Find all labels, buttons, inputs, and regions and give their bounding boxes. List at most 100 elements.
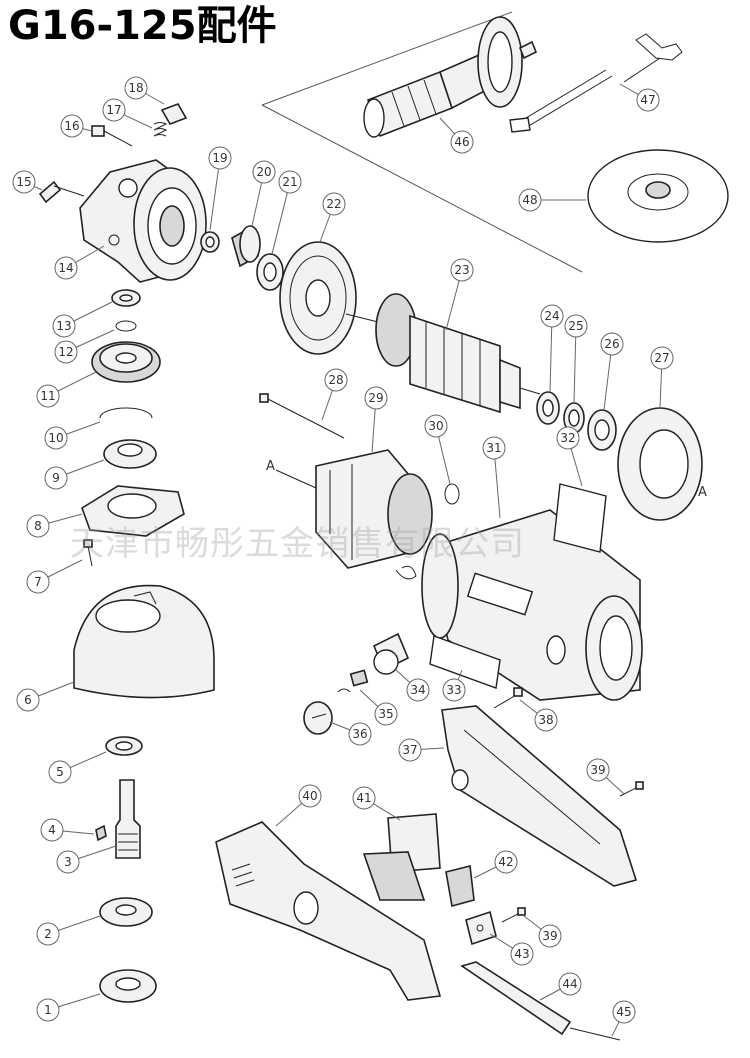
callout-circle	[558, 972, 582, 996]
callout-10: 10	[44, 421, 101, 450]
callout-33: 33	[442, 669, 466, 702]
callout-7: 7	[26, 559, 83, 594]
callout-number: 36	[352, 727, 367, 741]
callout-number: 48	[522, 193, 537, 207]
callout-number: 9	[52, 471, 60, 485]
callout-number: 35	[378, 707, 393, 721]
leader-line	[271, 181, 291, 255]
callout-46: 46	[439, 117, 474, 154]
part-1-lock-nut	[99, 969, 157, 1003]
part-43-cable-clamp	[465, 910, 497, 946]
callout-number: 45	[616, 1005, 631, 1019]
callout-circle	[44, 466, 68, 490]
callout-number: 16	[64, 119, 79, 133]
callout-circle	[650, 346, 674, 370]
callout-number: 44	[562, 977, 577, 991]
callout-circle	[600, 332, 624, 356]
part-13-bearing	[111, 289, 141, 307]
callout-3: 3	[56, 845, 117, 874]
part-45-power-cable	[569, 1027, 621, 1041]
callout-number: 4	[48, 823, 56, 837]
callout-40: 40	[275, 784, 322, 827]
callout-38: 38	[519, 699, 558, 732]
callout-number: 39	[542, 929, 557, 943]
callout-circle	[534, 708, 558, 732]
part-17-spring	[153, 122, 168, 137]
callout-circle	[348, 722, 372, 746]
callout-circle	[208, 146, 232, 170]
callout-number: 39	[590, 763, 605, 777]
callout-number: 33	[446, 683, 461, 697]
callout-circle	[48, 760, 72, 784]
callout-circle	[26, 570, 50, 594]
callout-number: 25	[568, 319, 583, 333]
callout-number: 8	[34, 519, 42, 533]
callout-number: 31	[486, 441, 501, 455]
part-39a-screw	[619, 781, 644, 797]
callout-number: 46	[454, 135, 469, 149]
callout-circle	[364, 386, 388, 410]
callout-26: 26	[600, 332, 624, 411]
callout-1: 1	[36, 993, 101, 1022]
page-title: G16-125配件	[8, 3, 277, 49]
callout-number: 40	[302, 789, 317, 803]
callout-number: 47	[640, 93, 655, 107]
leader-line	[549, 315, 553, 393]
callout-circle	[54, 340, 78, 364]
part-4-key	[95, 824, 107, 842]
callout-19: 19	[208, 146, 232, 231]
part-32-label	[553, 483, 607, 553]
part-42-capacitor	[445, 865, 475, 908]
callout-number: 37	[402, 743, 417, 757]
callout-circle	[450, 258, 474, 282]
callout-36: 36	[329, 721, 372, 746]
watermark-text: 天津市畅彤五金销售有限公司	[70, 524, 525, 564]
part-34-brush-holder	[372, 632, 410, 675]
part-23-armature	[345, 293, 541, 414]
part-19-nut	[200, 231, 220, 253]
callout-circle	[510, 942, 534, 966]
callout-47: 47	[619, 83, 660, 112]
part-5-inner-flange	[105, 736, 143, 756]
callout-circle	[36, 922, 60, 946]
callout-circle	[352, 786, 376, 810]
callout-circle	[482, 436, 506, 460]
part-47-clip	[509, 33, 683, 133]
callout-circle	[398, 738, 422, 762]
part-22-bearing-plate	[279, 241, 357, 355]
callout-number: 19	[212, 151, 227, 165]
callout-42: 42	[473, 850, 518, 879]
callout-number: 29	[368, 391, 383, 405]
callout-41: 41	[352, 786, 401, 821]
callout-2: 2	[36, 915, 101, 946]
part-14-gear-housing	[79, 159, 207, 283]
callout-30: 30	[424, 414, 451, 485]
callout-number: 32	[560, 431, 575, 445]
callout-20: 20	[251, 160, 276, 227]
part-2-outer-flange	[99, 897, 153, 927]
callout-16: 16	[60, 114, 93, 138]
callout-48: 48	[518, 188, 586, 212]
leader-line	[493, 447, 501, 519]
part-44-cable-sleeve	[460, 961, 572, 1036]
leader-line	[573, 325, 577, 404]
callout-27: 27	[650, 346, 674, 409]
part-9-bearing	[103, 439, 157, 469]
callout-5: 5	[48, 751, 107, 784]
callout-number: 23	[454, 263, 469, 277]
part-8-bearing-cover	[81, 485, 185, 537]
callout-45: 45	[611, 1000, 636, 1037]
callout-circle	[424, 414, 448, 438]
callout-circle	[60, 114, 84, 138]
marker-A-right: A	[698, 485, 707, 500]
part-27-rear-cover: A	[617, 407, 707, 521]
callout-labels: 1234567891011121314151617181920212223242…	[12, 76, 674, 1037]
callout-28: 28	[321, 368, 348, 421]
callout-circle	[406, 678, 430, 702]
callout-number: 13	[56, 319, 71, 333]
callout-circle	[556, 426, 580, 450]
part-38-screw	[493, 687, 523, 709]
callout-circle	[16, 688, 40, 712]
callout-circle	[36, 998, 60, 1022]
